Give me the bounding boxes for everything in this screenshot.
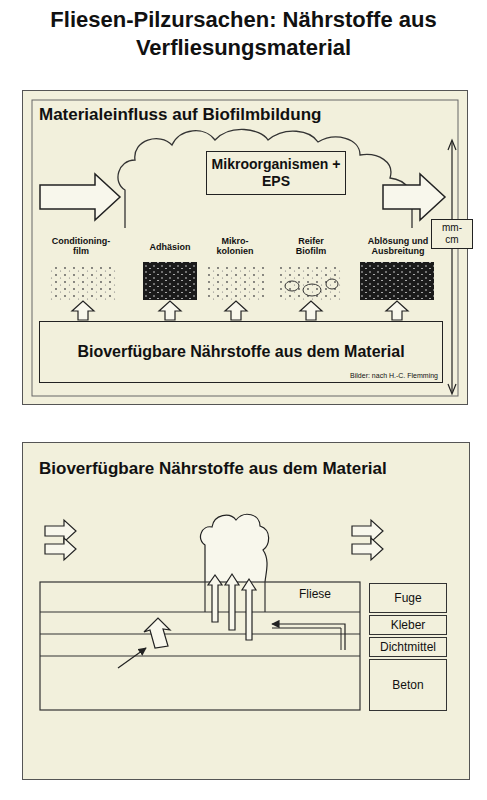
layer-label: Fliese (280, 588, 350, 602)
scale-arrowheads (448, 140, 456, 394)
panel-heading: Bioverfügbare Nährstoffe aus dem Materia… (39, 459, 449, 479)
inner-frame (32, 100, 458, 396)
stage-label: Adhäsion (142, 242, 198, 252)
nutrient-arrow (118, 648, 146, 668)
node-label: Dichtmittel (380, 640, 436, 654)
panel-heading: Materialeinfluss auf Biofilmbildung (39, 105, 439, 125)
node-label: Kleber (391, 618, 426, 632)
stage-label: Reifer Biofilm (282, 236, 340, 257)
process-box: Mikroorganismen + EPS (206, 151, 346, 195)
stage-label: Conditioning-film (48, 236, 114, 257)
credit-note: Bilder: nach H.-C. Flemming (350, 372, 438, 380)
stage-picture (50, 266, 116, 300)
node-label: Fuge (394, 591, 421, 605)
node-label: Mikroorganismen + EPS (211, 156, 341, 190)
layer-stack (40, 582, 360, 710)
layer-box: Dichtmittel (369, 637, 447, 657)
layer-box: Beton (369, 659, 447, 711)
panel-ground (22, 442, 470, 780)
material-band: Bioverfügbare Nährstoffe aus dem Materia… (39, 321, 443, 383)
nutrient-arrow (272, 628, 341, 650)
page-title: Fliesen-Pilzursachen: Nährstoffe aus Ver… (8, 6, 479, 61)
node-label: Bioverfügbare Nährstoffe aus dem Materia… (77, 342, 404, 361)
scale-arrow (451, 142, 452, 392)
flow-arrow (383, 174, 445, 220)
scale-box: mm-cm (431, 219, 473, 249)
biofilm-outline (118, 129, 413, 228)
stage-label: Mikro-kolonien (208, 236, 262, 257)
stage-picture (360, 262, 434, 300)
slide-panel: Bioverfügbare Nährstoffe aus dem Materia… (22, 442, 470, 780)
stage-picture (280, 266, 342, 300)
nutrient-arrow (272, 624, 345, 650)
layer-box: Kleber (369, 615, 447, 635)
layer-box: Fuge (369, 583, 447, 613)
fungus-growth (201, 514, 269, 582)
nutrient-arrows (144, 574, 256, 648)
stage-picture (208, 266, 264, 300)
node-label: mm-cm (436, 222, 468, 246)
nutrient-arrows (72, 301, 408, 320)
node-label: Beton (392, 678, 423, 692)
stage-label: Ablösung und Ausbreitung (360, 236, 436, 257)
flow-arrow (40, 174, 120, 220)
panel-ground (22, 90, 468, 405)
stage-picture (143, 262, 197, 300)
